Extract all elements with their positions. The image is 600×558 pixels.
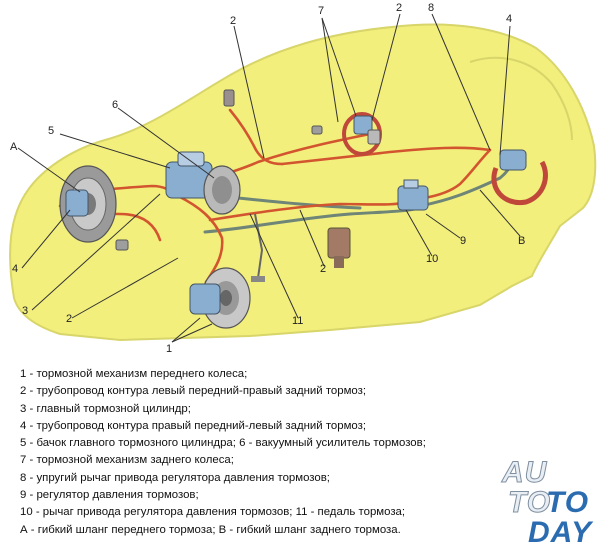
regulator-drive-lever [327, 227, 351, 268]
callout-4-left: 4 [12, 263, 18, 275]
autotoday-watermark-logo: AU TO TO DAY [494, 456, 598, 556]
callout-11: 11 [292, 315, 303, 327]
watermark-line-au: AU [501, 456, 548, 489]
rear-right-brake-assembly [491, 149, 548, 206]
legend-item: 5 - бачок главного тормозного цилиндра; … [20, 437, 426, 450]
callout-2-upper-left: 2 [230, 15, 236, 27]
legend-item: А - гибкий шланг переднего тормоза; В - … [20, 523, 401, 536]
pressure-regulator [397, 179, 429, 211]
front-left-brake-assembly [59, 165, 117, 243]
rear-left-brake-assembly [342, 112, 382, 156]
master-cylinder-booster [165, 151, 241, 215]
legend-item: 9 - регулятор давления тормозов; [20, 489, 199, 502]
car-body-silhouette [9, 23, 597, 342]
legend-item: 4 - трубопровод контура правый передний-… [20, 419, 367, 432]
callout-8: 8 [428, 2, 434, 14]
brake-pedal [251, 213, 265, 282]
front-right-brake-assembly [189, 267, 251, 329]
legend-item: 7 - тормозной механизм заднего колеса; [20, 454, 234, 467]
callout-10: 10 [426, 253, 438, 265]
clip-fitting-icon [311, 125, 323, 135]
callout-6: 6 [112, 99, 118, 111]
legend-item: 3 - главный тормозной цилиндр; [20, 402, 191, 415]
callout-7: 7 [318, 5, 324, 17]
callout-leader-lines [17, 13, 521, 343]
callout-b: B [518, 235, 525, 247]
rear-window-outline [469, 56, 573, 141]
red-pipe-circuit [58, 108, 492, 284]
watermark-line-to-outline: TO [507, 486, 552, 519]
callout-a: A [10, 141, 18, 153]
legend-item: 2 - трубопровод контура левый передний-п… [20, 385, 367, 398]
tee-fitting-icon [223, 89, 235, 107]
callout-4-top: 4 [506, 13, 512, 25]
callout-labels: 7 2 8 4 2 5 6 A 4 3 2 11 1 2 10 9 B [10, 2, 525, 355]
junction-fitting-icon [115, 239, 129, 251]
callout-2-lower-center: 2 [320, 263, 326, 275]
legend-item: 8 - упругий рычаг привода регулятора дав… [20, 471, 330, 484]
legend-item: 10 - рычаг привода регулятора давления т… [20, 506, 406, 519]
callout-3: 3 [22, 305, 28, 317]
callout-9: 9 [460, 235, 466, 247]
legend-list: 1 - тормозной механизм переднего колеса;… [20, 366, 540, 539]
watermark-line-to-solid: TO [546, 486, 590, 519]
legend-item: 1 - тормозной механизм переднего колеса; [20, 368, 248, 380]
watermark-line-day: DAY [528, 516, 593, 549]
callout-2-lower-left: 2 [66, 313, 72, 325]
callout-1: 1 [166, 343, 172, 355]
callout-2-top: 2 [396, 2, 402, 14]
callout-5: 5 [48, 125, 54, 137]
brake-system-diagram: 7 2 8 4 2 5 6 A 4 3 2 11 1 2 10 9 B [9, 2, 597, 355]
